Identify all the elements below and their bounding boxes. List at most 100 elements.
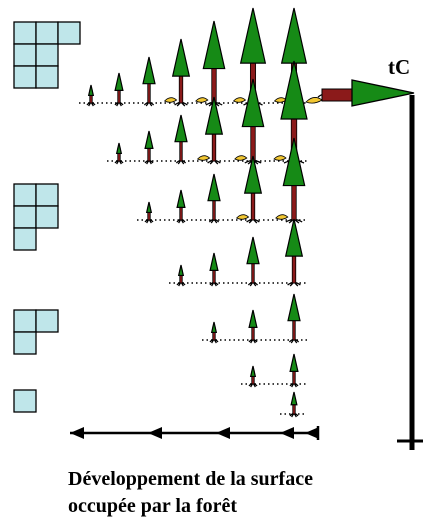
root-stump — [232, 97, 247, 103]
crown — [171, 38, 191, 77]
axes — [70, 95, 423, 450]
crown — [282, 137, 306, 187]
tree-icon — [196, 96, 224, 165]
caption-line-1: Développement de la surface — [68, 468, 313, 490]
log-stump — [305, 97, 323, 104]
crown — [202, 20, 226, 70]
crown — [144, 130, 154, 149]
grid-cell — [13, 227, 37, 251]
tree-icon — [207, 173, 221, 224]
root-stump — [273, 155, 287, 161]
crown — [280, 7, 308, 64]
crown — [209, 252, 219, 271]
grid-cell — [35, 21, 59, 45]
tree-icon — [176, 189, 186, 224]
tree-icon — [163, 38, 191, 107]
grid-cell — [35, 183, 59, 207]
crown — [246, 236, 260, 265]
tree-icon — [248, 309, 258, 344]
root-stump — [234, 155, 248, 161]
tree-icon — [144, 130, 154, 165]
grid-cell — [13, 331, 37, 355]
diagram-caption: Développement de la surface occupée par … — [68, 466, 423, 520]
tree-icon — [235, 155, 263, 224]
grid-cell — [13, 65, 37, 89]
tree-icon — [289, 353, 299, 388]
grid-4-cells — [13, 183, 59, 251]
crown — [204, 96, 224, 135]
grid-cell — [13, 309, 37, 333]
tree-icon — [246, 236, 260, 287]
grid-cell — [35, 205, 59, 229]
tree-icon — [209, 321, 219, 344]
tree-icon — [195, 20, 226, 107]
crown — [280, 60, 308, 120]
crown — [142, 56, 156, 85]
tree-icon — [176, 264, 186, 287]
grid-cell — [13, 21, 37, 45]
grid-cell — [13, 389, 37, 413]
root-stump — [275, 214, 289, 220]
tree-icon — [142, 56, 156, 107]
tree-icon — [209, 252, 219, 287]
area-grids — [13, 21, 81, 413]
crown — [176, 189, 186, 208]
crown — [239, 7, 267, 64]
tree-icon — [232, 7, 267, 107]
tree-icon — [287, 293, 301, 344]
arrow-left-icon — [70, 427, 84, 439]
root-stump — [163, 97, 178, 103]
grid-3-cells — [13, 309, 59, 355]
root-stump — [196, 155, 211, 161]
felled-log-icon — [305, 79, 415, 107]
log-trunk — [321, 88, 357, 102]
arrow-left-icon — [216, 427, 230, 439]
tree-icon — [144, 201, 154, 224]
crown — [115, 142, 123, 155]
tree-cohorts — [86, 7, 308, 418]
caption-line-2: occupée par la forêt — [68, 495, 238, 517]
arrow-left-icon — [148, 427, 162, 439]
crown — [177, 264, 185, 277]
root-stump — [235, 214, 250, 220]
crown — [210, 321, 218, 334]
crown — [207, 173, 221, 202]
grid-cell — [35, 65, 59, 89]
grid-cell — [13, 43, 37, 67]
crown — [174, 114, 188, 143]
arrow-left-icon — [280, 427, 294, 439]
crown — [249, 365, 257, 378]
tree-icon — [273, 60, 308, 165]
tree-icon — [114, 72, 124, 107]
grid-cell — [13, 205, 37, 229]
grid-cell — [35, 43, 59, 67]
crown — [241, 78, 265, 128]
grid-1-cell — [13, 389, 37, 413]
tree-icon — [248, 365, 258, 388]
grid-cell — [35, 309, 59, 333]
grid-cell — [13, 183, 37, 207]
tree-icon — [275, 137, 306, 224]
crown — [145, 201, 153, 214]
crown — [290, 391, 298, 406]
crown — [114, 72, 124, 91]
tree-icon — [174, 114, 188, 165]
row-guides — [79, 102, 308, 415]
crown — [243, 155, 263, 194]
tree-icon — [86, 84, 96, 107]
tree-icon — [114, 142, 124, 165]
crown — [248, 309, 258, 328]
crown — [287, 293, 301, 322]
log-crown — [351, 79, 415, 107]
tree-icon — [289, 391, 299, 418]
carbon-axis-label: tC — [388, 55, 411, 79]
grid-5-cells — [13, 21, 81, 89]
crown — [289, 353, 299, 372]
tree-icon — [284, 218, 304, 287]
tree-icon — [234, 78, 265, 165]
root-stump — [195, 97, 209, 103]
crown — [284, 218, 304, 257]
crown — [87, 84, 95, 97]
arrow-left-icon — [305, 427, 319, 439]
